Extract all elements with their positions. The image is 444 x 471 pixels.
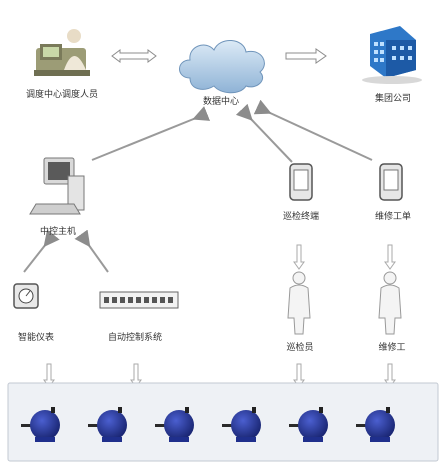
maint-terminal-icon [379,163,403,201]
pump-icon [289,407,328,442]
link-datacenter-host [91,106,211,161]
pump-icon [21,407,60,442]
pump-icon [155,407,194,442]
link-host-meter [23,229,60,273]
label-inspector: 巡检员 [286,343,314,353]
control-rack-icon [99,291,179,309]
arrow-datacenter-company [285,48,327,64]
repairer-icon [378,271,402,335]
link-datacenter-maint-terminal [253,99,373,161]
pump-icon [356,407,395,442]
cloud-icon [179,40,265,94]
inspector-icon [287,271,311,335]
label-company: 集团公司 [374,94,412,104]
label-maint-terminal: 维修工单 [374,212,412,222]
building-icon [362,26,422,84]
pump-icon [222,407,261,442]
pump-icon [88,407,127,442]
label-host: 中控主机 [39,227,77,237]
link-datacenter-inspect-terminal [235,103,293,163]
label-meter: 智能仪表 [17,333,55,343]
label-dispatch: 调度中心调度人员 [25,90,99,100]
label-data-center: 数据中心 [202,97,240,107]
dispatcher-icon [34,29,90,76]
computer-icon [29,157,85,215]
label-auto-system: 自动控制系统 [107,333,163,343]
meter-icon [13,283,39,309]
label-repairer: 维修工 [378,343,406,353]
label-inspect-terminal: 巡检终端 [282,212,320,222]
link-host-auto-system [74,229,109,273]
inspect-terminal-icon [289,163,313,201]
arrow-terminal-inspector [293,244,305,270]
pump-row [21,407,395,442]
double-arrow-dispatch-datacenter [111,49,157,63]
arrow-terminal-repairer [384,244,396,270]
